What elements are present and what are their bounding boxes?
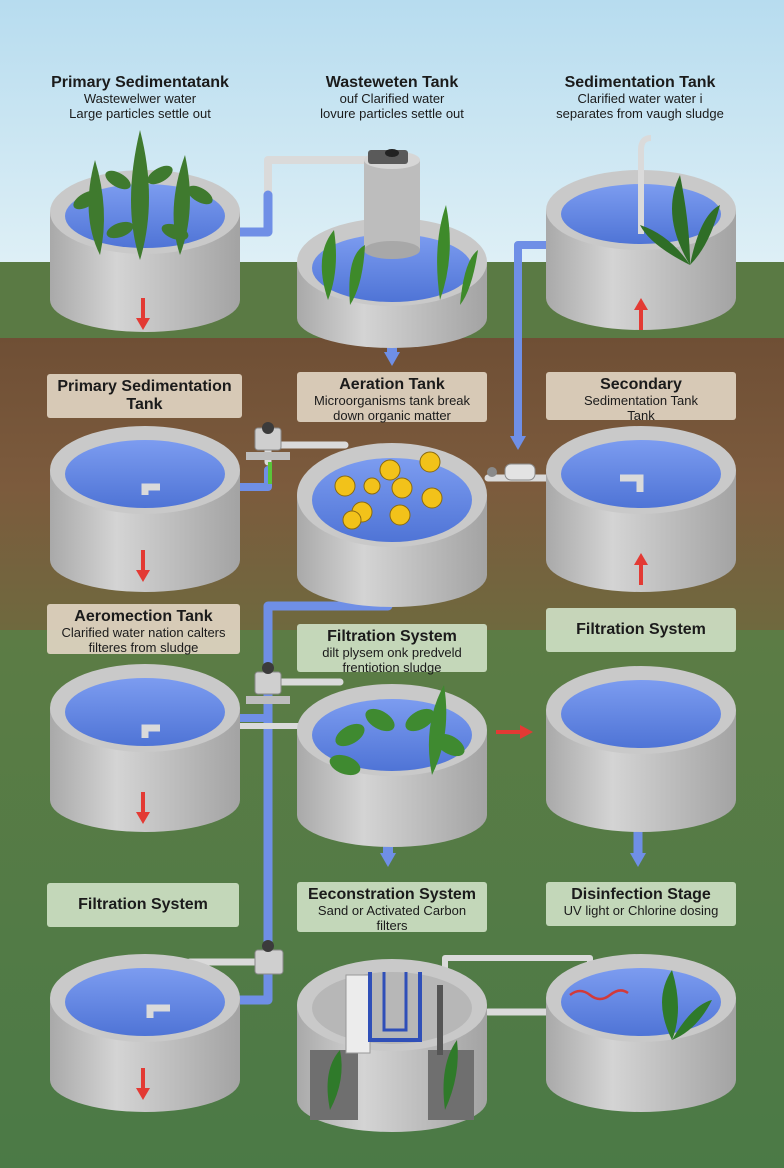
label-sedimentation-tank: Sedimentation Tank Clarified water water… (520, 74, 760, 122)
label-title: Eeconstration System (307, 886, 477, 903)
label-line: Sedimentation Tank (584, 393, 698, 409)
label-line: Tank (627, 408, 655, 424)
valve-icon (246, 422, 290, 484)
plant-icon-filtration (329, 685, 465, 776)
label-line: filteres from sludge (88, 640, 199, 656)
tank-disinfection (546, 954, 736, 1112)
label-line: frentiotion sludge (342, 660, 442, 676)
label-line: separates from vaugh sludge (556, 106, 724, 122)
tank-primary-sedimentation-2 (50, 426, 240, 592)
label-disinfection-stage: Disinfection Stage UV light or Chlorine … (546, 882, 736, 926)
label-title: Aeration Tank (339, 376, 445, 393)
label-title: Filtration System (576, 621, 706, 638)
aeration-bubbles (334, 451, 443, 530)
label-secondary-sedimentation: Secondary Sedimentation Tank Tank (546, 372, 736, 423)
tank-aeromection (50, 664, 240, 832)
label-line: Large particles settle out (69, 106, 211, 122)
label-filtration-system-middle: Filtration System dilt plysem onk predve… (297, 624, 487, 675)
valve-icon-bottom (254, 940, 284, 975)
label-line: filters (376, 918, 408, 934)
plant-icon-sedimentation (640, 175, 720, 265)
label-title: Filtration System (327, 628, 457, 645)
tank-filtration-bottom (50, 954, 240, 1112)
label-aeration-tank: Aeration Tank Microorganisms tank break … (297, 372, 487, 424)
label-title: Primary Sedimentation Tank (57, 378, 232, 414)
label-line: Microorganisms tank break (313, 393, 471, 409)
label-filtration-system-right: Filtration System (546, 608, 736, 652)
label-primary-sedimentation-tank: Primary Sedimentation Tank (47, 374, 242, 418)
plant-icon-bottom (327, 970, 712, 1110)
plant-icon-wastewater (321, 205, 478, 305)
label-line: Sand or Activated Carbon (317, 903, 467, 919)
tank-filtration-middle (297, 684, 487, 847)
label-eeconstration-system: Eeconstration System Sand or Activated C… (297, 882, 487, 934)
label-title: Sedimentation Tank (564, 74, 716, 91)
right-arrow-icon (496, 725, 533, 739)
label-line: down organic matter (333, 408, 451, 424)
down-arrow-icon (136, 298, 150, 1100)
tank-cross-section (297, 959, 487, 1132)
label-filtration-system-bottom: Filtration System (47, 883, 239, 927)
valve-icon-aeration (487, 463, 536, 481)
label-title: Primary Sedimentatank (51, 74, 229, 91)
label-line: Clarified water water i (577, 91, 703, 107)
label-line: Clarified water nation calters (61, 625, 226, 641)
tank-filtration-right (546, 666, 736, 832)
tank-secondary-sedimentation (546, 426, 736, 592)
label-title: Wasteweten Tank (325, 74, 459, 91)
label-title: Aeromection Tank (74, 608, 213, 625)
flow-arrow-icon (380, 352, 646, 867)
label-primary-sedimentatank: Primary Sedimentatank Wastewelwer water … (20, 74, 260, 122)
label-line: dilt plysem onk predveld (322, 645, 462, 661)
label-line: ouf Clarified water (339, 91, 445, 107)
up-arrow-icon (634, 298, 648, 585)
label-line: UV light or Chlorine dosing (563, 903, 719, 919)
valve-icon-filtration (246, 662, 290, 704)
plant-icon (73, 130, 213, 260)
label-title: Filtration System (78, 896, 208, 913)
label-title: Secondary (600, 376, 682, 393)
label-line: Wastewelwer water (83, 91, 197, 107)
label-line: lovure particles settle out (320, 106, 464, 122)
label-title: Disinfection Stage (571, 886, 711, 903)
label-wasteweten-tank: Wasteweten Tank ouf Clarified water lovu… (272, 74, 512, 122)
label-aeromection-tank: Aeromection Tank Clarified water nation … (47, 604, 240, 656)
